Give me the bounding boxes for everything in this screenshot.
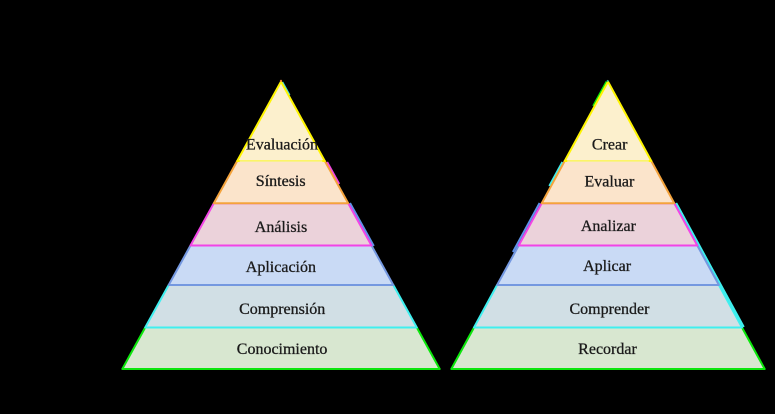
svg-text:Recordar: Recordar xyxy=(578,341,637,358)
svg-text:Síntesis: Síntesis xyxy=(256,173,306,190)
svg-text:Conocimiento: Conocimiento xyxy=(237,341,328,358)
svg-text:Análisis: Análisis xyxy=(255,219,307,236)
svg-text:Comprender: Comprender xyxy=(570,301,651,318)
svg-text:Evaluar: Evaluar xyxy=(585,173,635,190)
svg-text:Aplicación: Aplicación xyxy=(246,259,316,276)
svg-text:Crear: Crear xyxy=(592,136,628,153)
svg-text:Comprensión: Comprensión xyxy=(239,301,325,318)
svg-text:Analizar: Analizar xyxy=(581,218,637,235)
svg-text:Aplicar: Aplicar xyxy=(583,258,632,275)
svg-text:Evaluación: Evaluación xyxy=(246,136,318,153)
